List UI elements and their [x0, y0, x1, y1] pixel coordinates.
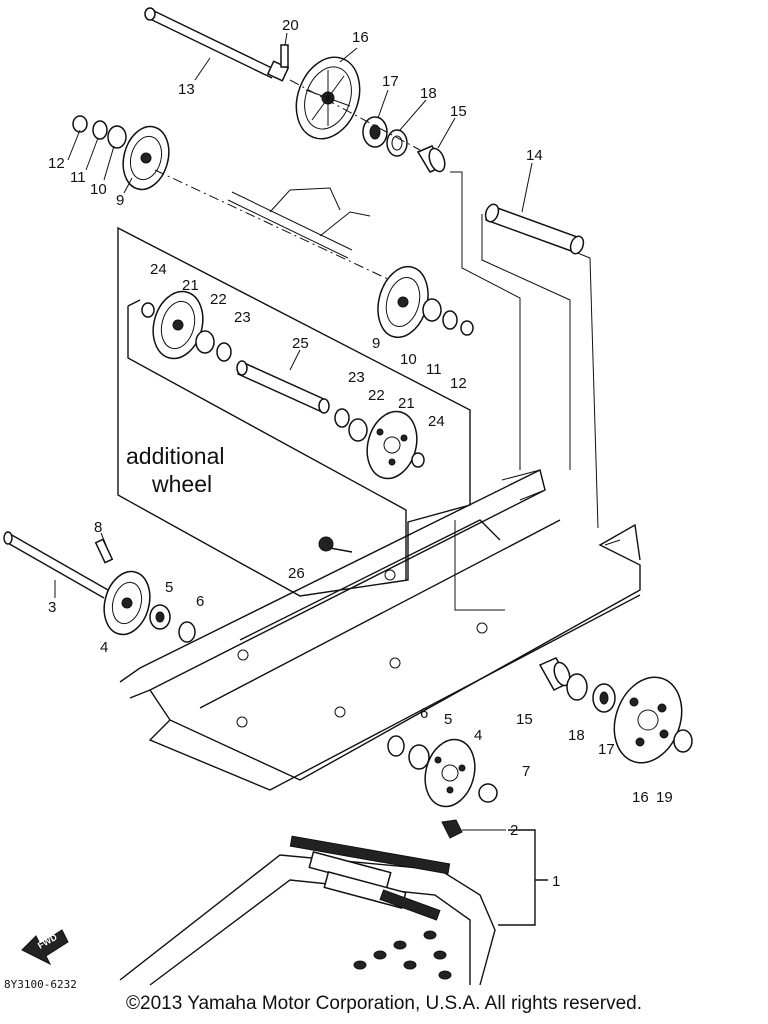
bolt-26 — [318, 536, 353, 553]
nut-12-top — [72, 115, 88, 133]
label-24-right: 24 — [428, 413, 445, 430]
label-19: 19 — [656, 789, 673, 806]
track-1 — [119, 835, 496, 986]
shaft-13 — [144, 7, 290, 82]
wheel-16-bottom — [613, 676, 683, 764]
label-12-mid: 12 — [450, 375, 467, 392]
wheel-4-left — [103, 570, 151, 636]
nut-24-right — [411, 452, 425, 468]
bearing-22-right — [348, 418, 368, 442]
nut-7 — [478, 783, 498, 803]
label-6-right: 6 — [420, 705, 428, 722]
leader-1 — [498, 829, 548, 926]
label-24-left: 24 — [150, 261, 167, 278]
label-1: 1 — [552, 873, 560, 890]
nut-24-left — [141, 302, 155, 318]
collar-18-bottom — [566, 673, 588, 701]
label-9-mid: 9 — [372, 335, 380, 352]
bearing-5-left — [149, 604, 171, 630]
label-4-left: 4 — [100, 639, 108, 656]
additional-wheel-box — [117, 226, 471, 597]
label-25: 25 — [292, 335, 309, 352]
label-3: 3 — [48, 599, 56, 616]
label-5-right: 5 — [444, 711, 452, 728]
pin-20 — [280, 44, 289, 68]
additional-wheel-note-line2: wheel — [151, 471, 212, 497]
label-10-mid: 10 — [400, 351, 417, 368]
label-11-mid: 11 — [426, 361, 442, 378]
label-6-left: 6 — [196, 593, 204, 610]
label-16-bottom: 16 — [632, 789, 649, 806]
collar-6-left — [178, 621, 196, 643]
label-4-right: 4 — [474, 727, 482, 744]
shaft-3 — [3, 531, 109, 599]
axle-25 — [236, 360, 330, 414]
label-7: 7 — [522, 763, 530, 780]
label-2: 2 — [510, 822, 518, 839]
bearing-17-bottom — [592, 683, 616, 713]
label-23-left: 23 — [234, 309, 251, 326]
label-26: 26 — [288, 565, 305, 582]
collar-18-top — [386, 129, 408, 157]
label-9-top: 9 — [116, 192, 124, 209]
nut-12-mid — [460, 320, 474, 336]
label-22-left: 22 — [210, 291, 227, 308]
wheel-4-right — [424, 738, 476, 808]
clip-2 — [441, 819, 463, 839]
track-lugs — [353, 930, 452, 980]
bearing-10-top — [107, 125, 127, 149]
label-18-bottom: 18 — [568, 727, 585, 744]
bearing-22-left — [195, 330, 215, 354]
label-8: 8 — [94, 519, 102, 536]
additional-wheel-note-line1: additional — [126, 443, 224, 469]
cap-19 — [673, 729, 693, 753]
roller-14 — [484, 203, 585, 255]
bearing-17-top — [362, 116, 388, 148]
slide-rail-frame — [119, 468, 641, 791]
wheel-21-right — [366, 410, 418, 480]
label-18-top: 18 — [420, 85, 437, 102]
label-14: 14 — [526, 147, 543, 164]
label-11-top: 11 — [70, 169, 86, 186]
spacer-23-right — [334, 408, 350, 428]
label-22-right: 22 — [368, 387, 385, 404]
label-21-left: 21 — [182, 277, 199, 294]
label-15-top: 15 — [450, 103, 467, 120]
label-10-top: 10 — [90, 181, 107, 198]
fwd-arrow-icon: FWD — [21, 929, 69, 966]
sleeve-15-bottom — [538, 657, 572, 691]
wheel-16-top — [295, 56, 361, 140]
washer-11-mid — [442, 310, 458, 330]
label-23-right: 23 — [348, 369, 365, 386]
spacer-23-left — [216, 342, 232, 362]
copyright-notice: ©2013 Yamaha Motor Corporation, U.S.A. A… — [126, 993, 642, 1014]
label-21-right: 21 — [398, 395, 415, 412]
collar-6-right — [387, 735, 405, 757]
leader-lines — [54, 32, 533, 598]
label-17-bottom: 17 — [598, 741, 615, 758]
pin-8 — [94, 538, 114, 564]
label-17-top: 17 — [382, 73, 399, 90]
label-20: 20 — [282, 17, 299, 34]
label-5-left: 5 — [165, 579, 173, 596]
label-15-bottom: 15 — [516, 711, 533, 728]
part-labels: 20 16 13 17 18 15 14 12 11 10 9 24 21 22… — [48, 17, 673, 890]
drawing-code: 8Y3100-6232 — [4, 978, 77, 991]
label-13: 13 — [178, 81, 195, 98]
label-16-top: 16 — [352, 29, 369, 46]
label-12-top: 12 — [48, 155, 65, 172]
cross-frame — [227, 187, 371, 259]
washer-11-top — [92, 120, 108, 140]
bearing-10-mid — [422, 298, 442, 322]
wheel-9-top — [122, 125, 170, 191]
sleeve-15-top — [416, 145, 446, 173]
bearing-5-right — [408, 744, 430, 770]
